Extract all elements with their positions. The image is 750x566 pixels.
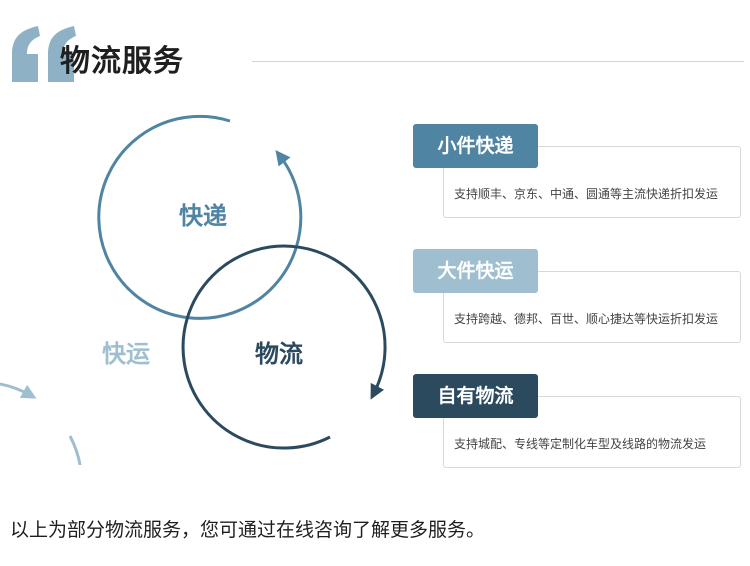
service-card-large-freight: 支持跨越、德邦、百世、顺心捷达等快运折扣发运 — [443, 271, 741, 343]
page-title: 物流服务 — [60, 44, 184, 79]
service-tag-own-logistics: 自有物流 — [413, 374, 538, 418]
circle-freight — [0, 382, 82, 465]
service-description: 支持跨越、德邦、百世、顺心捷达等快运折扣发运 — [454, 312, 719, 326]
footer-note: 以上为部分物流服务，您可通过在线咨询了解更多服务。 — [10, 519, 486, 541]
circle-express — [97, 114, 303, 320]
title-divider — [252, 61, 744, 62]
circle-label-freight: 快运 — [102, 340, 150, 368]
service-tag-small-parcel: 小件快递 — [413, 124, 538, 168]
circle-label-logistics: 物流 — [255, 340, 303, 368]
venn-diagram: 快递 快运 物流 — [0, 114, 387, 465]
service-description: 支持城配、专线等定制化车型及线路的物流发运 — [454, 437, 707, 451]
service-tag-large-freight: 大件快运 — [413, 249, 538, 293]
service-description: 支持顺丰、京东、中通、圆通等主流快递折扣发运 — [454, 187, 719, 201]
circle-logistics — [181, 244, 387, 450]
quote-icon — [12, 26, 76, 82]
circle-label-express: 快递 — [179, 202, 227, 230]
